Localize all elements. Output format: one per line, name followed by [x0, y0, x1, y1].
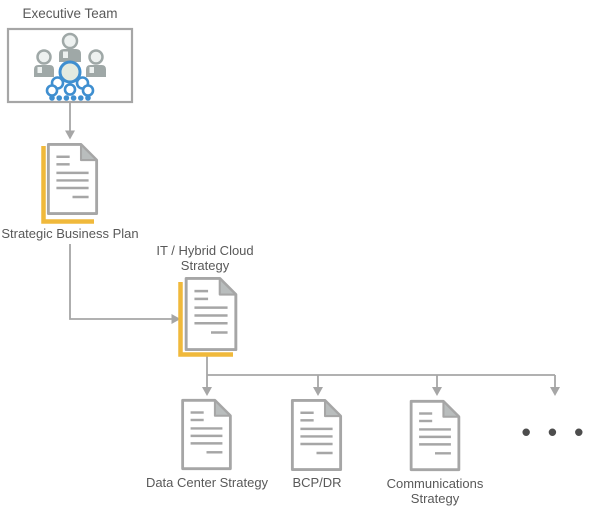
person-icon	[34, 49, 54, 77]
arrowhead-down-icon	[550, 387, 560, 396]
strategic-business-plan-label: Strategic Business Plan	[1, 226, 139, 241]
arrowhead-right-icon	[171, 314, 181, 324]
ellipsis-icon: • • •	[521, 417, 589, 447]
arrowhead-down-icon	[432, 387, 442, 396]
arrowhead-down-icon	[313, 387, 323, 396]
arrowhead-down-icon	[202, 387, 212, 396]
connector-plan-to-itstrategy	[69, 244, 172, 320]
document-icon-data-center-strategy	[181, 398, 232, 471]
document-icon-communications-strategy	[409, 399, 461, 472]
data-center-strategy-label: Data Center Strategy	[145, 475, 269, 490]
arrowhead-down-icon	[65, 130, 75, 140]
arrowheads	[65, 130, 560, 396]
communications-strategy-label: Communications Strategy	[386, 476, 484, 506]
team-icon	[34, 32, 106, 101]
yellow-accent	[178, 282, 233, 357]
connector-lines	[69, 103, 556, 387]
person-icon	[59, 32, 81, 62]
document-icon-bcp-dr	[290, 399, 343, 471]
document-icon-it-hybrid-cloud-strategy	[178, 276, 238, 357]
yellow-accent	[41, 146, 94, 224]
it-hybrid-cloud-strategy-label: IT / Hybrid Cloud Strategy	[156, 243, 254, 273]
bcp-dr-label: BCP/DR	[292, 475, 342, 490]
executive-team-label: Executive Team	[22, 6, 118, 21]
person-icon	[86, 49, 106, 77]
document-icon-strategic-business-plan	[41, 142, 99, 224]
audience-icon	[45, 60, 95, 101]
